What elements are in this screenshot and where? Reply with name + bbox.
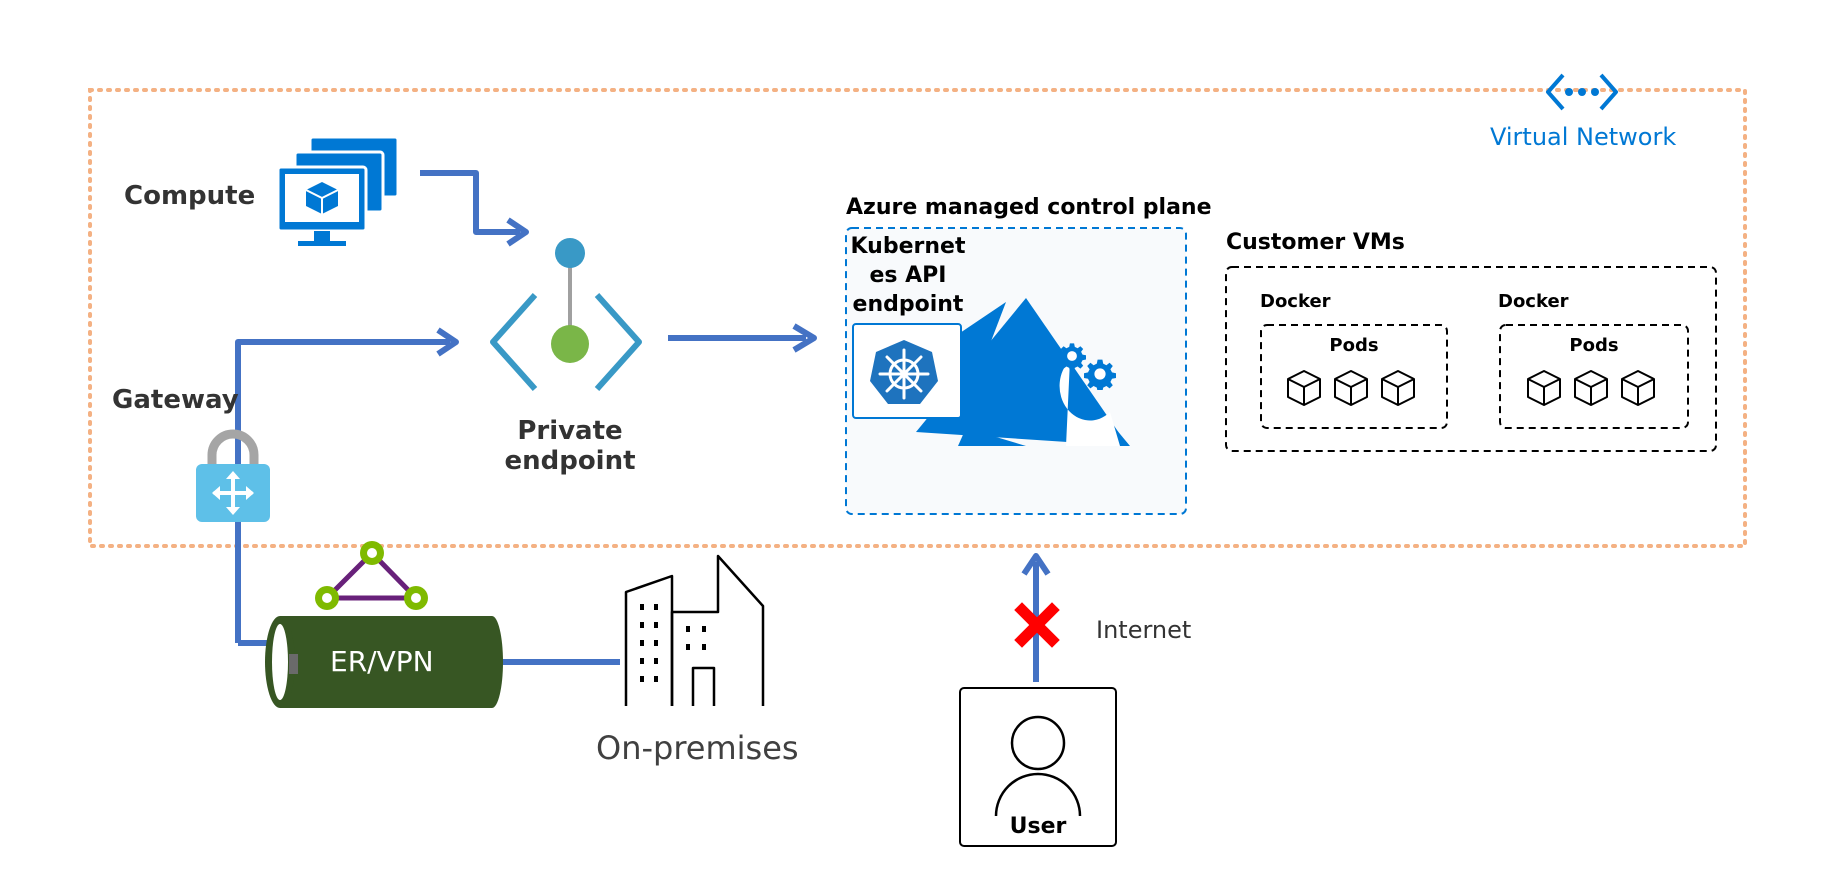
docker-label-1: Docker — [1260, 291, 1331, 312]
user-icon — [994, 715, 1082, 817]
customer-vms-title: Customer VMs — [1226, 230, 1405, 255]
user-label: User — [1009, 814, 1067, 839]
blocked-x-icon — [1014, 602, 1060, 648]
private-endpoint-icon — [490, 238, 642, 391]
gateway-to-endpoint-arrowhead — [436, 327, 459, 357]
er-vpn-cylinder — [265, 616, 503, 708]
endpoint-to-control-plane-arrowhead — [792, 323, 817, 353]
kubernetes-api-line2: es API — [869, 263, 947, 288]
virtual-network-label: Virtual Network — [1490, 123, 1677, 151]
er-vpn-label: ER/VPN — [330, 645, 434, 678]
user-box — [959, 687, 1117, 847]
virtual-network-boundary — [88, 88, 1747, 548]
building-icon — [624, 554, 765, 706]
private-endpoint-label-line2: endpoint — [504, 445, 636, 476]
private-endpoint-label: Private endpoint — [470, 416, 670, 477]
kubernetes-api-icon — [852, 323, 962, 419]
pods-label-2: Pods — [1569, 335, 1619, 356]
pod-cube-icons — [1287, 370, 1655, 406]
on-premises-label: On-premises — [596, 729, 799, 767]
pods-box-2 — [1499, 324, 1689, 429]
private-endpoint-label-line1: Private — [517, 416, 623, 446]
control-plane-title: Azure managed control plane — [846, 195, 1212, 220]
er-network-icon — [315, 541, 428, 610]
compute-label: Compute — [124, 181, 256, 211]
kubernetes-api-line3: endpoint — [852, 292, 964, 317]
customer-vms-box — [1225, 266, 1717, 452]
internet-label: Internet — [1096, 616, 1192, 644]
docker-label-2: Docker — [1498, 291, 1569, 312]
pods-box-1 — [1260, 324, 1448, 429]
gateway-icon — [196, 429, 270, 522]
compute-icon — [276, 135, 400, 246]
compute-to-endpoint-line — [420, 170, 520, 235]
gateway-to-endpoint-line — [235, 339, 450, 643]
gateway-label: Gateway — [112, 385, 239, 415]
pods-label-1: Pods — [1329, 335, 1379, 356]
compute-to-endpoint-arrowhead — [506, 217, 529, 247]
user-to-control-plane-arrowhead — [1021, 553, 1051, 576]
kubernetes-api-label: Kubernet es API endpoint — [848, 232, 968, 319]
virtual-network-icon — [1546, 73, 1618, 111]
kubernetes-api-line1: Kubernet — [850, 234, 966, 259]
